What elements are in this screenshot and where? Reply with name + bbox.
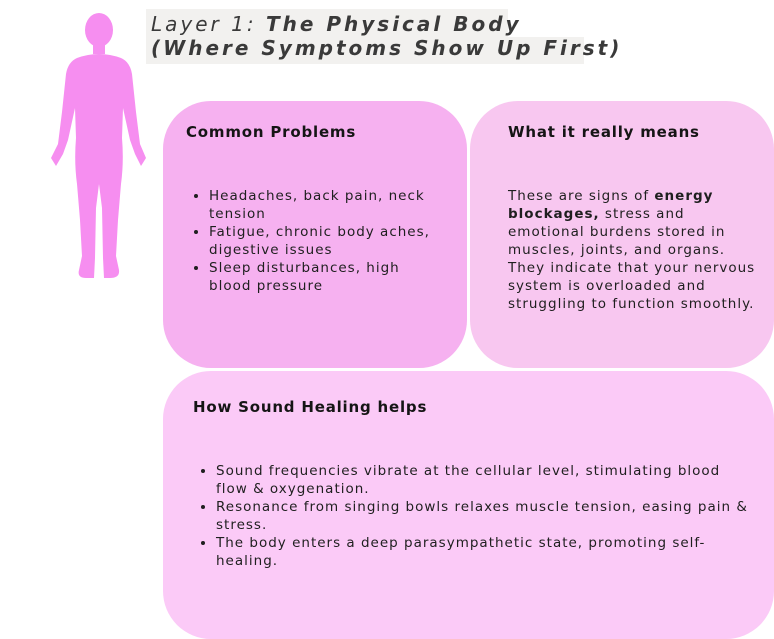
sound-healing-card: How Sound Healing helps Sound frequencie… (163, 371, 774, 639)
what-it-means-title: What it really means (508, 123, 700, 141)
what-it-means-text: These are signs of energy blockages, str… (508, 187, 756, 313)
common-problems-card: Common Problems Headaches, back pain, ne… (163, 101, 467, 368)
common-problems-title: Common Problems (186, 123, 357, 141)
list-item: Sound frequencies vibrate at the cellula… (216, 462, 756, 498)
sound-healing-list: Sound frequencies vibrate at the cellula… (194, 462, 756, 570)
subtitle-background (146, 37, 584, 64)
means-text-bold: energy blockages, (508, 188, 714, 222)
list-item: Fatigue, chronic body aches, digestive i… (209, 223, 439, 259)
list-item: Sleep disturbances, high blood pressure (209, 259, 439, 295)
list-item: Headaches, back pain, neck tension (209, 187, 439, 223)
page-subtitle: (Where Symptoms Show Up First) (151, 36, 623, 60)
list-item: The body enters a deep parasympathetic s… (216, 534, 756, 570)
page-title: Layer 1: The Physical Body (151, 12, 522, 36)
list-item: Resonance from singing bowls relaxes mus… (216, 498, 756, 534)
what-it-means-card: What it really means These are signs of … (470, 101, 774, 368)
title-background (146, 9, 508, 37)
means-text-end: stress and emotional burdens stored in m… (508, 206, 756, 312)
means-text-start: These are signs of (508, 188, 655, 204)
title-prefix: Layer 1: (151, 12, 266, 36)
sound-healing-title: How Sound Healing helps (193, 398, 428, 416)
human-body-silhouette-icon (51, 13, 146, 278)
title-bold: The Physical Body (265, 12, 522, 36)
common-problems-list: Headaches, back pain, neck tension Fatig… (187, 187, 439, 295)
